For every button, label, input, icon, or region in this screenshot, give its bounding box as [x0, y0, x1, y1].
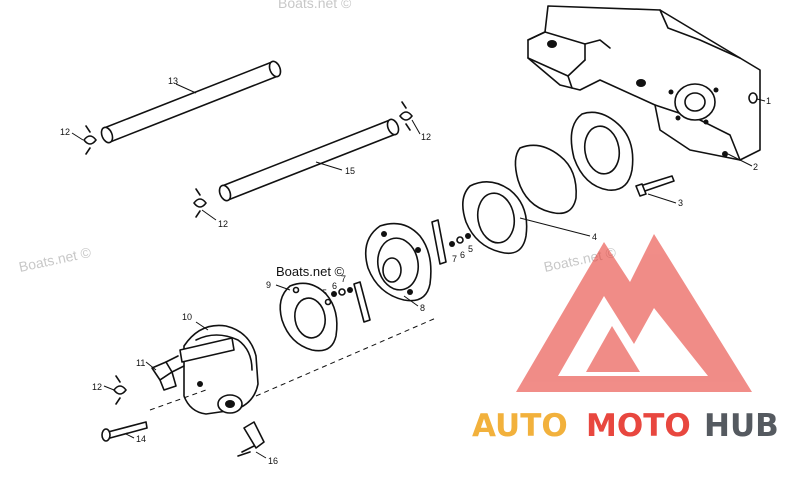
part-label-6: 6 — [460, 250, 465, 260]
part-label-3: 3 — [678, 198, 683, 208]
pump-housing-part-8: 8 — [364, 222, 432, 313]
watermark: Boats.net © — [276, 264, 345, 279]
part-label-12: 12 — [218, 219, 228, 229]
assembly-line — [255, 317, 437, 397]
screw-part-14: 14 — [101, 421, 148, 444]
part-label-15: 15 — [345, 166, 355, 176]
gasket-part-9: 9 — [266, 280, 338, 352]
part-label-4: 4 — [592, 232, 597, 242]
clamp-part-12: 12 — [193, 188, 228, 229]
pump-body-part-10: 10 — [179, 312, 259, 415]
gasket-part-4: 4 — [462, 111, 634, 255]
watermark: Boats.net © — [17, 244, 93, 275]
part-label-7: 7 — [341, 274, 346, 284]
hose-part-15: 15 — [218, 118, 400, 202]
part-label-12: 12 — [60, 127, 70, 137]
part-label-6: 6 — [332, 281, 337, 291]
part-label-9: 9 — [266, 280, 271, 290]
part-label-10: 10 — [182, 312, 192, 322]
logo-text-hub: HUB — [704, 408, 779, 444]
part-label-12: 12 — [92, 382, 102, 392]
washer-part-1: 1 — [748, 92, 771, 106]
elbow-fitting-part-11: 11 — [136, 355, 185, 391]
linkage-upper: 7 6 5 — [431, 219, 473, 265]
hose-part-13: 13 — [100, 60, 282, 144]
part-label-1: 1 — [766, 96, 771, 106]
clamp-part-12: 12 — [60, 125, 97, 155]
logo-text-moto: MOTO — [586, 408, 691, 444]
automotohub-logo: AUTO MOTO HUB — [472, 234, 779, 444]
part-label-13: 13 — [168, 76, 178, 86]
logo-text-auto: AUTO — [472, 408, 568, 444]
part-label-5: 5 — [468, 244, 473, 254]
part-label-12: 12 — [421, 132, 431, 142]
part-label-16: 16 — [268, 456, 278, 466]
part-label-8: 8 — [420, 303, 425, 313]
part-label-11: 11 — [136, 358, 145, 368]
watermark: Boats.net © — [278, 0, 352, 11]
linkage-lower: 5 6 7 — [322, 274, 371, 323]
assembly-line — [149, 389, 207, 411]
part-label-2: 2 — [753, 162, 758, 172]
part-label-14: 14 — [136, 434, 146, 444]
fitting-part-16: 16 — [237, 421, 278, 466]
clamp-part-12: 12 — [399, 101, 431, 142]
clamp-part-12: 12 — [92, 375, 127, 405]
part-label-7: 7 — [452, 254, 457, 264]
bolt-part-3: 3 — [635, 175, 683, 208]
mounting-bracket — [527, 5, 761, 161]
